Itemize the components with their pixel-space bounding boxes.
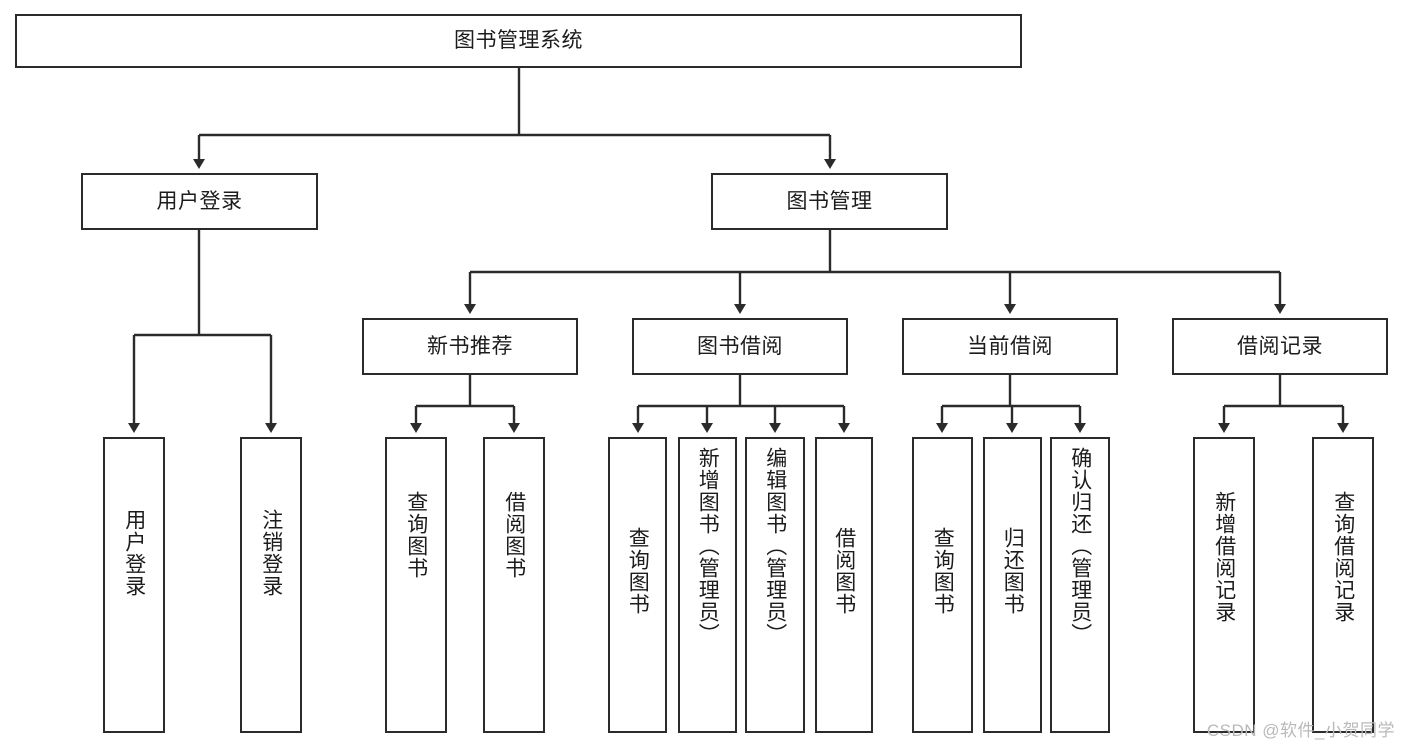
- node-new-book-recommend[interactable]: 新书推荐: [362, 318, 578, 375]
- node-leaf-add-record-label: 新增借阅记录: [1212, 491, 1236, 623]
- node-leaf-borrow-book-2[interactable]: 借阅图书: [815, 437, 873, 733]
- node-borrow-record[interactable]: 借阅记录: [1172, 318, 1388, 375]
- node-leaf-return-book-label: 归还图书: [1001, 527, 1025, 615]
- node-leaf-user-login-label: 用户登录: [122, 509, 146, 597]
- node-leaf-return-book[interactable]: 归还图书: [983, 437, 1042, 733]
- node-book-borrow-label: 图书借阅: [697, 334, 783, 358]
- node-current-borrow-label: 当前借阅: [967, 334, 1053, 358]
- node-leaf-query-record[interactable]: 查询借阅记录: [1312, 437, 1374, 733]
- node-leaf-borrow-book-1-label: 借阅图书: [502, 491, 526, 579]
- node-book-borrow[interactable]: 图书借阅: [632, 318, 848, 375]
- node-leaf-query-book-1[interactable]: 查询图书: [385, 437, 447, 733]
- watermark: CSDN @软件_小贺同学: [1206, 721, 1395, 740]
- node-leaf-add-record[interactable]: 新增借阅记录: [1193, 437, 1255, 733]
- node-leaf-query-book-2-label: 查询图书: [626, 527, 650, 615]
- node-leaf-query-book-3-label: 查询图书: [931, 527, 955, 615]
- node-user-login[interactable]: 用户登录: [81, 173, 318, 230]
- node-book-manage[interactable]: 图书管理: [711, 173, 948, 230]
- node-leaf-edit-book[interactable]: 编辑图书（管理员）: [745, 437, 805, 733]
- node-book-manage-label: 图书管理: [786, 189, 873, 213]
- node-leaf-add-book-label: 新增图书（管理员）: [696, 447, 720, 645]
- node-root[interactable]: 图书管理系统: [15, 14, 1022, 68]
- node-leaf-confirm-return[interactable]: 确认归还（管理员）: [1050, 437, 1110, 733]
- node-user-login-label: 用户登录: [156, 189, 243, 213]
- node-leaf-borrow-book-2-label: 借阅图书: [832, 527, 856, 615]
- node-borrow-record-label: 借阅记录: [1237, 334, 1323, 358]
- node-leaf-logout-label: 注销登录: [259, 509, 283, 597]
- node-leaf-edit-book-label: 编辑图书（管理员）: [763, 447, 787, 645]
- node-leaf-user-login[interactable]: 用户登录: [103, 437, 165, 733]
- node-leaf-query-record-label: 查询借阅记录: [1331, 491, 1355, 623]
- node-new-book-recommend-label: 新书推荐: [427, 334, 513, 358]
- node-leaf-add-book[interactable]: 新增图书（管理员）: [678, 437, 737, 733]
- node-leaf-confirm-return-label: 确认归还（管理员）: [1068, 447, 1092, 645]
- node-leaf-query-book-3[interactable]: 查询图书: [912, 437, 973, 733]
- node-root-label: 图书管理系统: [454, 29, 583, 53]
- node-current-borrow[interactable]: 当前借阅: [902, 318, 1118, 375]
- node-leaf-query-book-2[interactable]: 查询图书: [608, 437, 667, 733]
- node-leaf-query-book-1-label: 查询图书: [404, 491, 428, 579]
- node-leaf-logout[interactable]: 注销登录: [240, 437, 302, 733]
- node-leaf-borrow-book-1[interactable]: 借阅图书: [483, 437, 545, 733]
